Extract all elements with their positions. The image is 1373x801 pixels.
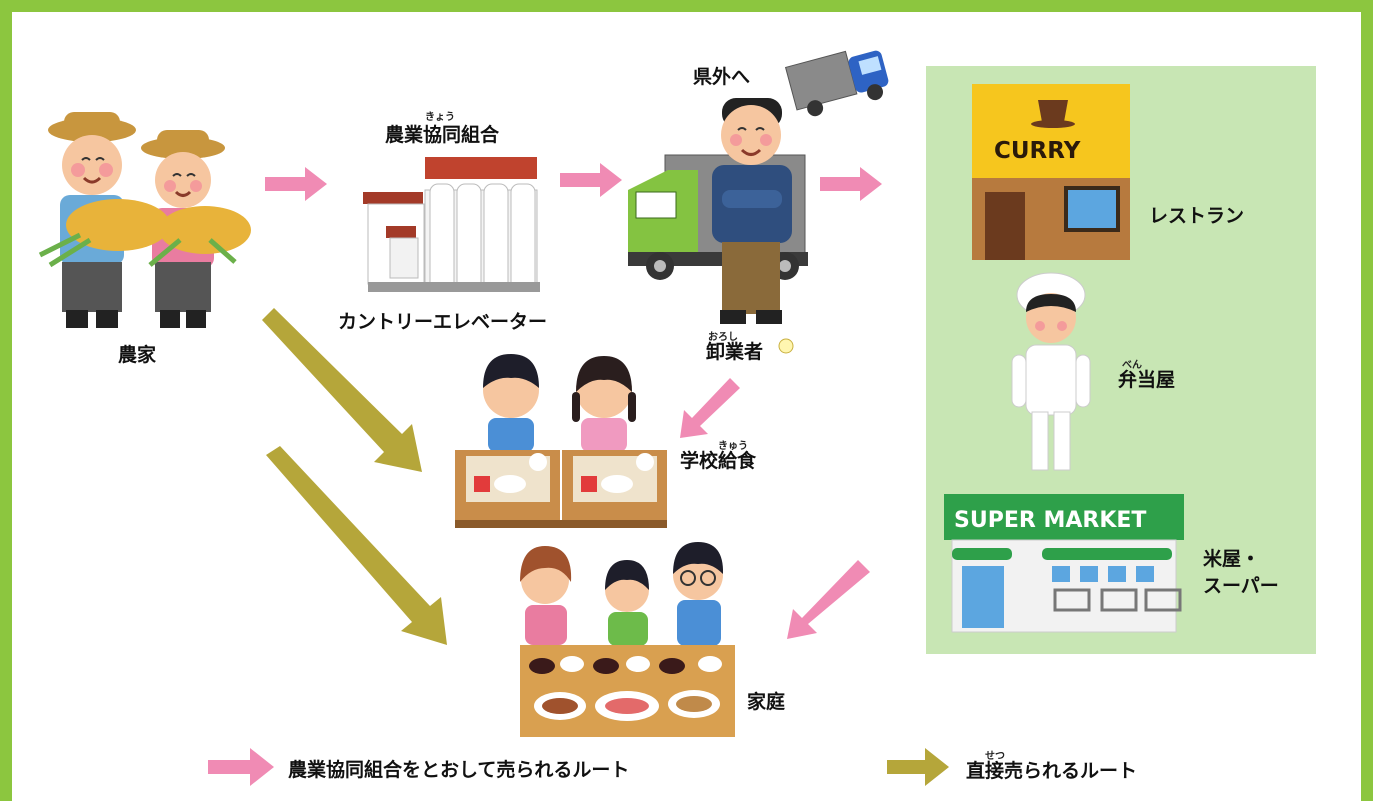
school-lunch-illustration	[455, 354, 667, 528]
label-home: 家庭	[747, 690, 785, 713]
ruby-bento: べん	[1122, 359, 1142, 371]
arrow-wholesaler-to-school	[680, 378, 740, 438]
label-school-lunch: 学校給食	[680, 449, 757, 472]
label-bento: 弁当屋	[1118, 368, 1175, 391]
legend-pink-arrow	[208, 748, 274, 786]
legend-olive-arrow	[887, 748, 949, 786]
label-out-of-prefecture: 県外へ	[693, 65, 750, 88]
ruby-wholesaler: おろし	[708, 331, 738, 343]
sign-curry: CURRY	[994, 138, 1081, 164]
ruby-school-lunch: きゅう	[718, 440, 748, 452]
legend-pink-label: 農業協同組合をとおして売られるルート	[288, 758, 629, 781]
label-supermarket: スーパー	[1203, 575, 1279, 597]
wholesaler-illustration	[628, 50, 889, 354]
legend-olive-label: 直接売られるルート	[966, 759, 1137, 782]
supermarket-illustration	[944, 494, 1184, 633]
family-illustration	[520, 542, 735, 737]
country-elevator-illustration	[363, 157, 540, 292]
label-coop: 農業協同組合	[385, 123, 500, 146]
farmers-illustration	[38, 112, 251, 328]
arrow-farmer-to-school	[262, 308, 422, 472]
bento-shop-illustration	[1011, 272, 1091, 471]
label-rice-shop: 米屋・	[1203, 547, 1260, 570]
label-restaurant: レストラン	[1149, 205, 1244, 227]
pink-route-arrows	[265, 163, 882, 639]
label-elevator: カントリーエレベーター	[338, 311, 547, 333]
ruby-coop: きょう	[425, 111, 455, 123]
legend-olive-ruby: せつ	[985, 750, 1005, 762]
arrow-retail-to-home	[787, 560, 870, 639]
arrow-farmer-to-home	[266, 446, 447, 645]
label-farmer: 農家	[118, 343, 157, 366]
olive-route-arrows	[262, 308, 447, 645]
arrow-farmer-to-coop	[265, 167, 327, 201]
arrow-coop-to-wholesaler	[560, 163, 622, 197]
sign-super-market: SUPER MARKET	[954, 508, 1146, 533]
restaurant-illustration	[972, 84, 1130, 260]
arrow-wholesaler-to-retail	[820, 167, 882, 201]
label-wholesaler: 卸業者	[706, 340, 763, 363]
